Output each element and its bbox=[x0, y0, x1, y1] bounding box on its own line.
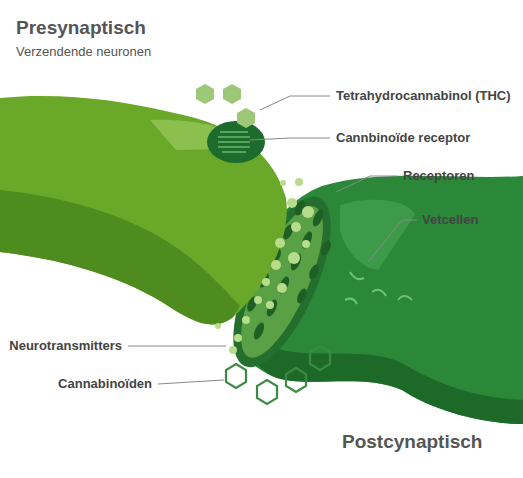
heading-label: Presynaptisch bbox=[16, 17, 146, 39]
heading-label: Postcynaptisch bbox=[342, 431, 482, 453]
subheading-label: Verzendende neuronen bbox=[16, 44, 151, 59]
part-label: Cannbinoïde receptor bbox=[336, 130, 470, 145]
part-label: Tetrahydrocannabinol (THC) bbox=[336, 88, 511, 103]
part-label: Neurotransmitters bbox=[9, 338, 122, 353]
part-label: Cannabinoïden bbox=[58, 376, 152, 391]
part-label: Receptoren bbox=[403, 168, 475, 183]
part-label: Vetcellen bbox=[422, 212, 478, 227]
